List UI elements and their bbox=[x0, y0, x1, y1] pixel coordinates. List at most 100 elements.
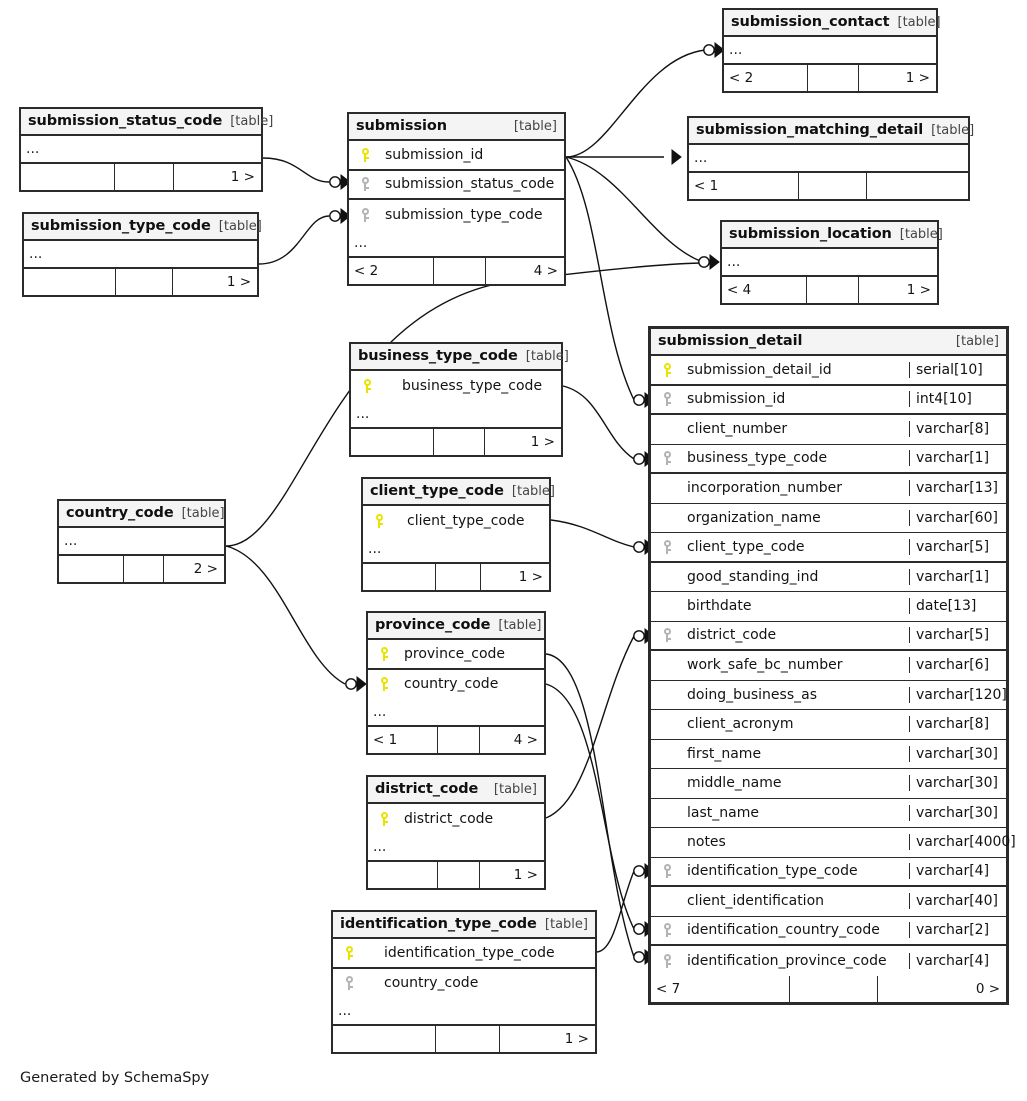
footer-children: 4 > bbox=[478, 727, 544, 753]
table-submission[interactable]: submission [table] submission_id submiss… bbox=[347, 112, 566, 286]
column-label: district_code bbox=[404, 810, 494, 827]
table-row[interactable]: client_type_code varchar[5] bbox=[651, 533, 1006, 563]
table-row[interactable]: province_code bbox=[368, 640, 544, 670]
column-name-cell: identification_type_code bbox=[651, 863, 909, 879]
column-label: identification_province_code bbox=[687, 952, 887, 969]
table-row[interactable]: identification_type_code bbox=[333, 939, 595, 969]
column-name-cell: last_name bbox=[651, 805, 909, 821]
column-name-cell: first_name bbox=[651, 746, 909, 762]
column-type: varchar[1] bbox=[909, 450, 1006, 467]
table-district-code[interactable]: district_code [table] district_code ... … bbox=[366, 775, 546, 890]
column-name-cell: submission_status_code bbox=[349, 176, 564, 192]
table-title: submission_matching_detail bbox=[696, 122, 924, 138]
table-submission-detail[interactable]: submission_detail [table] submission_det… bbox=[648, 326, 1016, 1005]
foreign-key-icon bbox=[657, 953, 677, 969]
table-title: submission bbox=[356, 118, 447, 134]
foreign-key-icon bbox=[339, 975, 359, 991]
table-row[interactable]: country_code bbox=[368, 670, 544, 700]
column-label: country_code bbox=[404, 676, 499, 693]
table-footer: 1 > bbox=[333, 1026, 595, 1052]
table-footer: 1 > bbox=[363, 563, 549, 590]
footer-parents: < 7 bbox=[656, 980, 681, 997]
column-name-cell: good_standing_ind bbox=[651, 569, 909, 585]
table-row[interactable]: country_code bbox=[333, 969, 595, 999]
table-row[interactable]: client_type_code bbox=[363, 506, 549, 536]
table-submission-type-code[interactable]: submission_type_code [table] ... 1 > bbox=[22, 212, 262, 297]
column-type: varchar[5] bbox=[909, 538, 1006, 555]
table-row[interactable]: submission_status_code bbox=[349, 171, 564, 200]
table-submission-location[interactable]: submission_location [table] ... < 4 1 > bbox=[720, 220, 943, 305]
foreign-key-icon bbox=[657, 627, 677, 643]
table-title: submission_location bbox=[729, 226, 892, 242]
table-tag: [table] bbox=[955, 333, 999, 349]
column-label: country_code bbox=[384, 975, 479, 992]
column-label: client_type_code bbox=[687, 538, 805, 555]
more-columns-ellipsis: ... bbox=[59, 528, 224, 556]
footer-middle bbox=[123, 556, 163, 582]
footer-middle bbox=[436, 861, 479, 888]
column-name-cell: submission_id bbox=[651, 391, 909, 407]
table-footer: 1 > bbox=[368, 861, 544, 888]
table-header: submission_matching_detail [table] bbox=[689, 118, 974, 145]
table-identification-type-code[interactable]: identification_type_code [table] identif… bbox=[331, 910, 597, 1054]
generated-by-credit: Generated by SchemaSpy bbox=[20, 1070, 210, 1086]
table-business-type-code[interactable]: business_type_code [table] business_type… bbox=[349, 342, 569, 457]
footer-children bbox=[866, 173, 968, 199]
table-submission-contact[interactable]: submission_contact [table] ... < 2 1 > bbox=[722, 8, 941, 93]
column-list: submission_id submission_status_code sub… bbox=[349, 141, 564, 230]
table-tag: [table] bbox=[181, 505, 225, 521]
column-list: identification_type_code country_code bbox=[333, 939, 595, 998]
footer-middle bbox=[114, 269, 172, 295]
column-name-cell: business_type_code bbox=[351, 378, 561, 394]
table-submission-status-code[interactable]: submission_status_code [table] ... 1 > bbox=[19, 107, 273, 192]
column-label: submission_type_code bbox=[385, 206, 543, 223]
column-list: province_code country_code bbox=[368, 640, 544, 699]
table-submission-matching-detail[interactable]: submission_matching_detail [table] ... <… bbox=[687, 116, 974, 201]
table-row[interactable]: submission_type_code bbox=[349, 200, 564, 230]
column-label: submission_status_code bbox=[385, 176, 555, 193]
column-type: serial[10] bbox=[909, 361, 1006, 378]
table-row[interactable]: submission_id bbox=[349, 141, 564, 171]
table-footer: < 7 0 > bbox=[651, 975, 1006, 1002]
table-header: submission_type_code [table] bbox=[24, 214, 262, 241]
table-tag: [table] bbox=[511, 483, 555, 499]
table-country-code[interactable]: country_code [table] ... 2 > bbox=[57, 499, 226, 584]
table-tag: [table] bbox=[897, 14, 941, 30]
table-header: submission_detail [table] bbox=[651, 329, 1006, 356]
primary-key-icon bbox=[374, 676, 394, 692]
table-client-type-code[interactable]: client_type_code [table] client_type_cod… bbox=[361, 477, 555, 592]
more-columns-ellipsis: ... bbox=[368, 834, 544, 862]
more-columns-ellipsis: ... bbox=[351, 401, 561, 429]
column-type: varchar[30] bbox=[909, 804, 1006, 821]
table-province-code[interactable]: province_code [table] province_code coun… bbox=[366, 611, 546, 755]
table-row[interactable]: district_code bbox=[368, 804, 544, 834]
column-label: client_acronym bbox=[687, 716, 794, 733]
footer-parents bbox=[368, 862, 437, 888]
column-list: district_code bbox=[368, 804, 544, 834]
table-row[interactable]: business_type_code bbox=[351, 371, 561, 401]
column-label: organization_name bbox=[687, 509, 821, 526]
column-label: work_safe_bc_number bbox=[687, 657, 843, 674]
primary-key-icon bbox=[355, 147, 375, 163]
table-header: client_type_code [table] bbox=[363, 479, 555, 506]
